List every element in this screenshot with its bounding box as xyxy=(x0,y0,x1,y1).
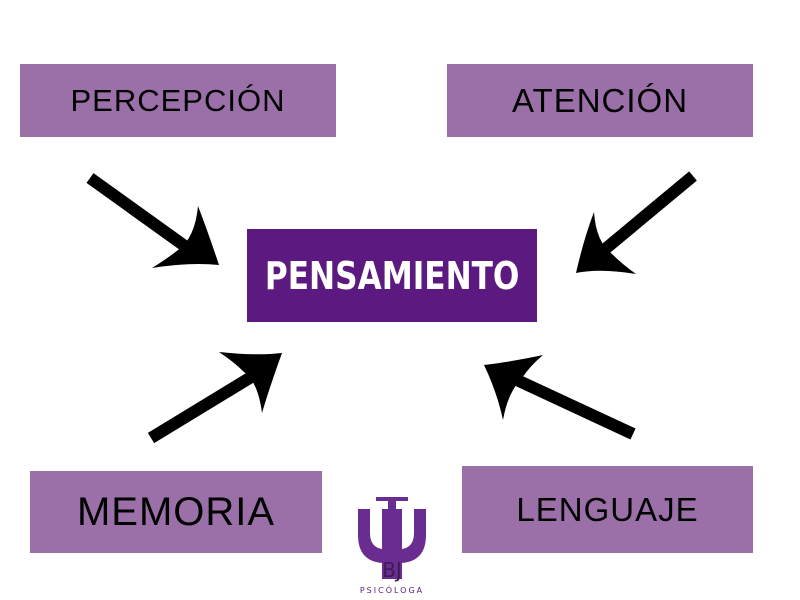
node-pensamiento-label: PENSAMIENTO xyxy=(264,253,520,298)
arrow-atencion-to-center xyxy=(576,171,697,274)
node-percepcion-label: PERCEPCIÓN xyxy=(70,82,286,118)
psi-logo-icon: BJ xyxy=(358,497,426,582)
node-memoria: MEMORIA xyxy=(30,471,322,553)
node-atencion-label: ATENCIÓN xyxy=(511,81,689,119)
node-memoria-label: MEMORIA xyxy=(76,489,276,534)
node-lenguaje-label: LENGUAJE xyxy=(516,490,699,528)
arrow-percepcion-to-center xyxy=(86,173,219,268)
node-lenguaje: LENGUAJE xyxy=(462,466,753,553)
logo-initials: BJ xyxy=(382,558,402,582)
logo-caption: PSICÓLOGA xyxy=(359,586,425,595)
arrow-lenguaje-to-center xyxy=(484,355,636,440)
node-atencion: ATENCIÓN xyxy=(447,64,753,137)
arrow-memoria-to-center xyxy=(147,352,282,444)
node-percepcion: PERCEPCIÓN xyxy=(20,64,336,137)
node-pensamiento: PENSAMIENTO xyxy=(247,229,537,322)
